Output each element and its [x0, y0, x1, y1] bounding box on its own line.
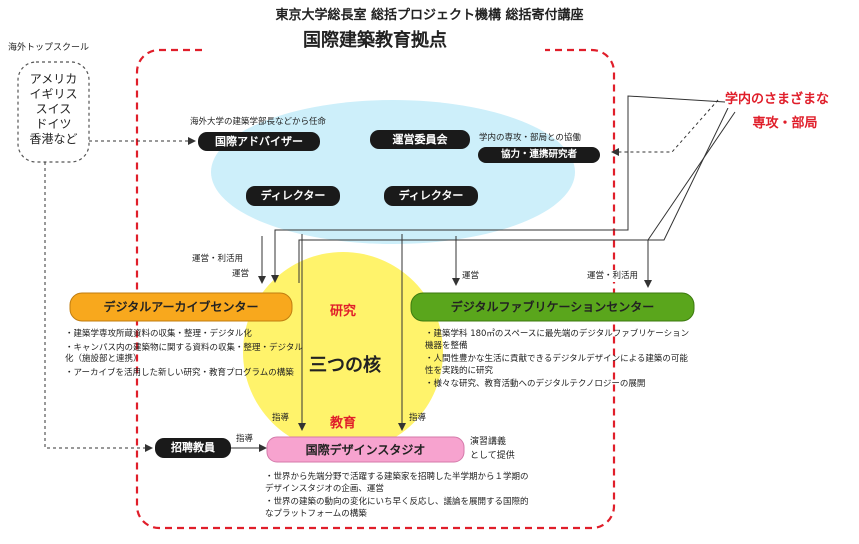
label-ops-left: 運営 — [232, 269, 250, 279]
committee-pill: 運営委員会 — [370, 130, 470, 149]
label-guide-1: 指導 — [272, 413, 290, 423]
overseas-label: 海外トップスクール — [8, 43, 90, 53]
fab-bullet: ・人間性豊かな生活に貢献できるデジタルデザインによる建築の可能性を実践的に研究 — [425, 354, 688, 376]
country-item: スイス — [35, 102, 72, 116]
archive-title: デジタルアーカイブセンター — [103, 300, 259, 314]
studio-bullet: ・世界の建築の動向の変化にいち早く反応し、議論を展開する国際的なプラットフォーム… — [265, 497, 529, 519]
archive-box — [69, 292, 293, 322]
fab-bullets: ・建築学科 180㎡のスペースに最先端のデジタルファブリケーション機器を整備 ・… — [425, 329, 695, 393]
fab-bullet: ・建築学科 180㎡のスペースに最先端のデジタルファブリケーション機器を整備 — [425, 329, 690, 351]
label-guide-2: 指導 — [409, 413, 427, 423]
country-item: アメリカ — [29, 72, 78, 86]
core-research: 研究 — [329, 304, 356, 319]
fab-box — [410, 292, 695, 322]
dept-label-1: 学内のさまざまな — [725, 92, 855, 108]
director-pill-1: ディレクター — [246, 186, 340, 206]
country-item: ドイツ — [35, 117, 72, 131]
studio-bullets: ・世界から先端分野で活躍する建築家を招聘した半学期から１学期のデザインスタジオの… — [265, 472, 535, 522]
core-three-cores: 三つの核 — [309, 355, 381, 376]
inner-collab-note: 学内の専攻・部局との協働 — [479, 133, 581, 143]
fab-bullet: ・様々な研究、教育活動へのデジタルテクノロジーの展開 — [425, 379, 646, 389]
main-title: 国際建築教育拠点 — [205, 30, 545, 52]
label-ops-use-right: 運営・利活用 — [587, 270, 639, 282]
header-title: 東京大学総長室 総括プロジェクト機構 総括寄付講座 — [275, 8, 584, 23]
core-education: 教育 — [329, 416, 356, 431]
advisor-pill: 国際アドバイザー — [198, 132, 320, 151]
country-item: 香港など — [29, 132, 78, 146]
core-circle — [243, 252, 443, 452]
archive-bullets: ・建築学専攻所蔵資料の収集・整理・デジタル化 ・キャンパス内の建築物に関する資料… — [65, 329, 310, 381]
archive-bullet: ・建築学専攻所蔵資料の収集・整理・デジタル化 — [65, 329, 252, 339]
studio-note-1: 演習講義 — [470, 437, 507, 447]
dept-line-c — [644, 111, 736, 288]
collab-pill: 協力・連携研究者 — [478, 147, 600, 163]
country-item: イギリス — [29, 87, 78, 101]
overseas-box — [17, 61, 90, 163]
fab-title: デジタルファブリケーションセンター — [450, 300, 655, 314]
dept-line-a — [271, 95, 726, 283]
studio-title: 国際デザインスタジオ — [305, 443, 426, 457]
label-ops-use-left: 運営・利活用 — [192, 254, 244, 264]
label-ops-right: 運営 — [462, 271, 480, 281]
country-list: アメリカ イギリス スイス ドイツ 香港など — [18, 72, 89, 147]
archive-bullet: ・キャンパス内の建築物に関する資料の収集・整理・デジタル化（施設部と連携） — [65, 342, 303, 365]
director-pill-2: ディレクター — [384, 186, 478, 206]
studio-bullet: ・世界から先端分野で活躍する建築家を招聘した半学期から１学期のデザインスタジオの… — [265, 472, 529, 494]
label-guide-3: 指導 — [236, 434, 254, 444]
advisor-note: 海外大学の建築学部長などから任命 — [190, 117, 327, 127]
studio-box — [266, 436, 465, 463]
dept-to-collab-arrow — [611, 99, 719, 156]
dept-label-2: 専攻・部局 — [752, 116, 818, 131]
invited-faculty-pill: 招聘教員 — [155, 438, 231, 458]
archive-bullet: ・アーカイブを活用した新しい研究・教育プログラムの構築 — [65, 367, 294, 378]
studio-note-2: として提供 — [470, 451, 515, 461]
dept-line-b — [298, 107, 729, 283]
